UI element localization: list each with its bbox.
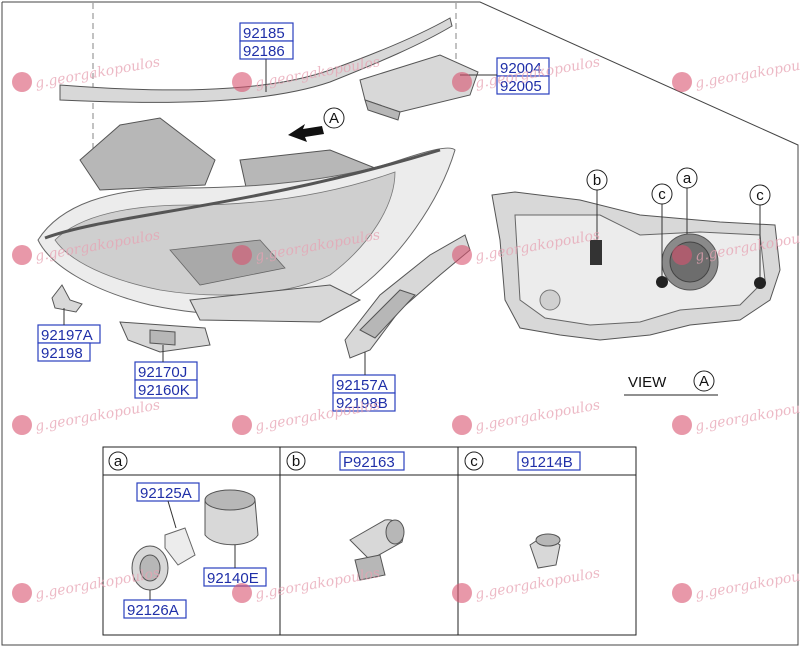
bulb-part-b [349,519,405,581]
part-label-92140E: 92140E [207,570,259,587]
watermark-logo: g.georgakopoulos [232,397,381,435]
watermark-text: g.georgakopoulos [34,565,161,603]
watermark-logo: g.georgakopoulos [452,397,601,435]
view-a-housing [491,191,781,341]
watermark-text: g.georgakopoulos [474,565,601,603]
watermark-text: g.georgakopoulos [254,565,381,603]
watermark-text: g.georgakopoulos [474,397,601,435]
part-label-92198B: 92198B [336,395,388,412]
detail-table: a b c P92163 91214B [102,446,637,636]
part-label-92126A: 92126A [127,602,179,619]
label-group-lower-bracket: 92170J 92160K [134,345,198,399]
part-label-92125A: 92125A [140,485,192,502]
view-callouts: b a c c [586,167,771,277]
part-label-92004: 92004 [500,60,542,77]
table-col-c: c [470,453,478,470]
watermark-logo: g.georgakopoulos [672,565,800,603]
side-bracket [344,234,471,359]
part-label-92157A: 92157A [336,377,388,394]
bulb-part-c [529,533,561,569]
label-group-molding: 92185 92186 [239,22,294,92]
part-label-92197A: 92197A [41,327,93,344]
watermark-logo: g.georgakopoulos [12,565,161,603]
part-label-92186: 92186 [243,43,285,60]
watermark-text: g.georgakopoulos [34,397,161,435]
watermark-text: g.georgakopoulos [694,54,800,92]
label-group-upper-bracket: 92004 92005 [460,57,550,95]
watermark-text: g.georgakopoulos [694,565,800,603]
view-label: VIEW [628,374,667,391]
bulb-parts-a: 92125A 92126A 92140E [123,482,267,619]
watermark-logo: g.georgakopoulos [12,54,161,92]
table-col-a: a [114,453,123,470]
guide-lines [92,3,457,160]
upper-bracket [359,54,479,121]
watermark-logo: g.georgakopoulos [452,565,601,603]
part-label-92005: 92005 [500,78,542,95]
view-a-label: VIEW A [624,370,718,396]
callout-c-left: c [658,186,666,203]
view-arrow-letter: A [329,110,339,127]
part-label-91214B: 91214B [521,454,573,471]
callout-c-right: c [756,187,764,204]
watermark-text: g.georgakopoulos [34,54,161,92]
watermark-text: g.georgakopoulos [254,397,381,435]
part-label-92198: 92198 [41,345,83,362]
view-letter: A [699,373,709,390]
part-label-92160K: 92160K [138,382,190,399]
part-label-92170J: 92170J [138,364,187,381]
part-label-P92163: P92163 [343,454,395,471]
watermark-text: g.georgakopoulos [694,397,800,435]
label-group-small-bracket: 92197A 92198 [37,308,101,362]
view-a-arrow: A [288,107,345,142]
table-col-b: b [292,453,300,470]
part-label-92185: 92185 [243,25,285,42]
headlamp-assembly [37,117,456,323]
callout-a: a [683,170,692,187]
callout-b: b [593,172,601,189]
watermark-logo: g.georgakopoulos [672,54,800,92]
watermark-logo: g.georgakopoulos [672,397,800,435]
molding-strip [59,17,453,103]
watermark-logo: g.georgakopoulos [12,397,161,435]
lower-bracket [119,321,211,353]
small-bracket [51,284,83,313]
label-group-side-bracket: 92157A 92198B [332,352,396,412]
